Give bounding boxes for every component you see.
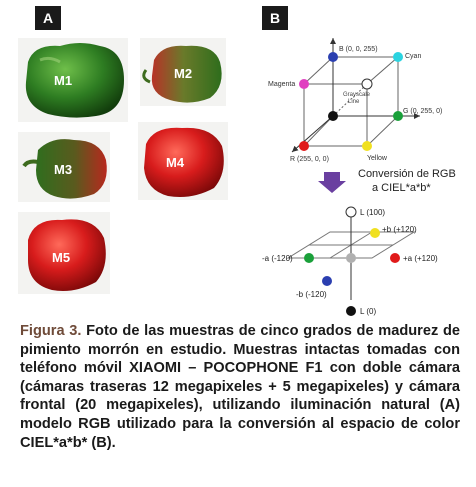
sample-label: M3 — [54, 162, 72, 177]
panel-label-a: A — [35, 6, 61, 30]
conversion-text-line1: Conversión de RGB — [358, 168, 456, 180]
a-plus-label: +a (+120) — [403, 254, 438, 263]
b-minus-dot — [322, 276, 332, 286]
l-bottom-label: L (0) — [360, 307, 376, 316]
figure-caption: Figura 3. Foto de las muestras de cinco … — [20, 322, 460, 452]
caption-text: Foto de las muestras de cinco grados de … — [20, 323, 460, 451]
blue-label: B (0, 0, 255) — [339, 46, 378, 53]
yellow-dot — [362, 141, 372, 151]
a-minus-label: -a (-120) — [262, 254, 293, 263]
sample-label: M4 — [166, 155, 185, 170]
grayscale-label-1: Grayscale — [343, 92, 371, 98]
black-dot — [328, 111, 338, 121]
a-plus-dot — [390, 253, 400, 263]
a-minus-dot — [304, 253, 314, 263]
cyan-label: Cyan — [405, 53, 421, 60]
sample-m3: M3 — [18, 132, 110, 202]
sample-label: M1 — [54, 73, 72, 88]
l-bottom-dot — [346, 306, 356, 316]
sample-m4: M4 — [138, 122, 228, 200]
b-plus-label: +b (+120) — [382, 225, 417, 234]
panel-label-b: B — [262, 6, 288, 30]
pepper-photos: M1 M2 M3 M4 M5 — [18, 38, 228, 294]
b-minus-label: -b (-120) — [296, 290, 327, 299]
red-dot — [299, 141, 309, 151]
magenta-dot — [299, 79, 309, 89]
red-label: R (255, 0, 0) — [290, 156, 329, 163]
rgb-axes — [291, 38, 420, 153]
conversion-arrow-icon — [318, 172, 346, 193]
green-dot — [393, 111, 403, 121]
sample-m5: M5 — [18, 212, 110, 294]
blue-dot — [328, 52, 338, 62]
sample-m2: M2 — [140, 38, 226, 106]
l-top-dot — [345, 206, 357, 218]
lab-center-dot — [346, 253, 356, 263]
figure-label: Figura 3. — [20, 323, 82, 339]
grayscale-label-2: Line — [348, 99, 360, 105]
green-label: G (0, 255, 0) — [403, 108, 442, 115]
yellow-label: Yellow — [367, 155, 388, 162]
conversion-text-line2: a CIEL*a*b* — [372, 182, 431, 194]
color-model-diagram: B (0, 0, 255) Cyan Magenta Grayscale Lin… — [262, 38, 456, 316]
magenta-label: Magenta — [268, 81, 295, 88]
sample-m1: M1 — [18, 38, 128, 122]
cyan-dot — [393, 52, 403, 62]
white-dot — [361, 78, 373, 90]
sample-label: M5 — [52, 250, 70, 265]
b-plus-dot — [370, 228, 380, 238]
l-top-label: L (100) — [360, 208, 385, 217]
sample-label: M2 — [174, 66, 192, 81]
